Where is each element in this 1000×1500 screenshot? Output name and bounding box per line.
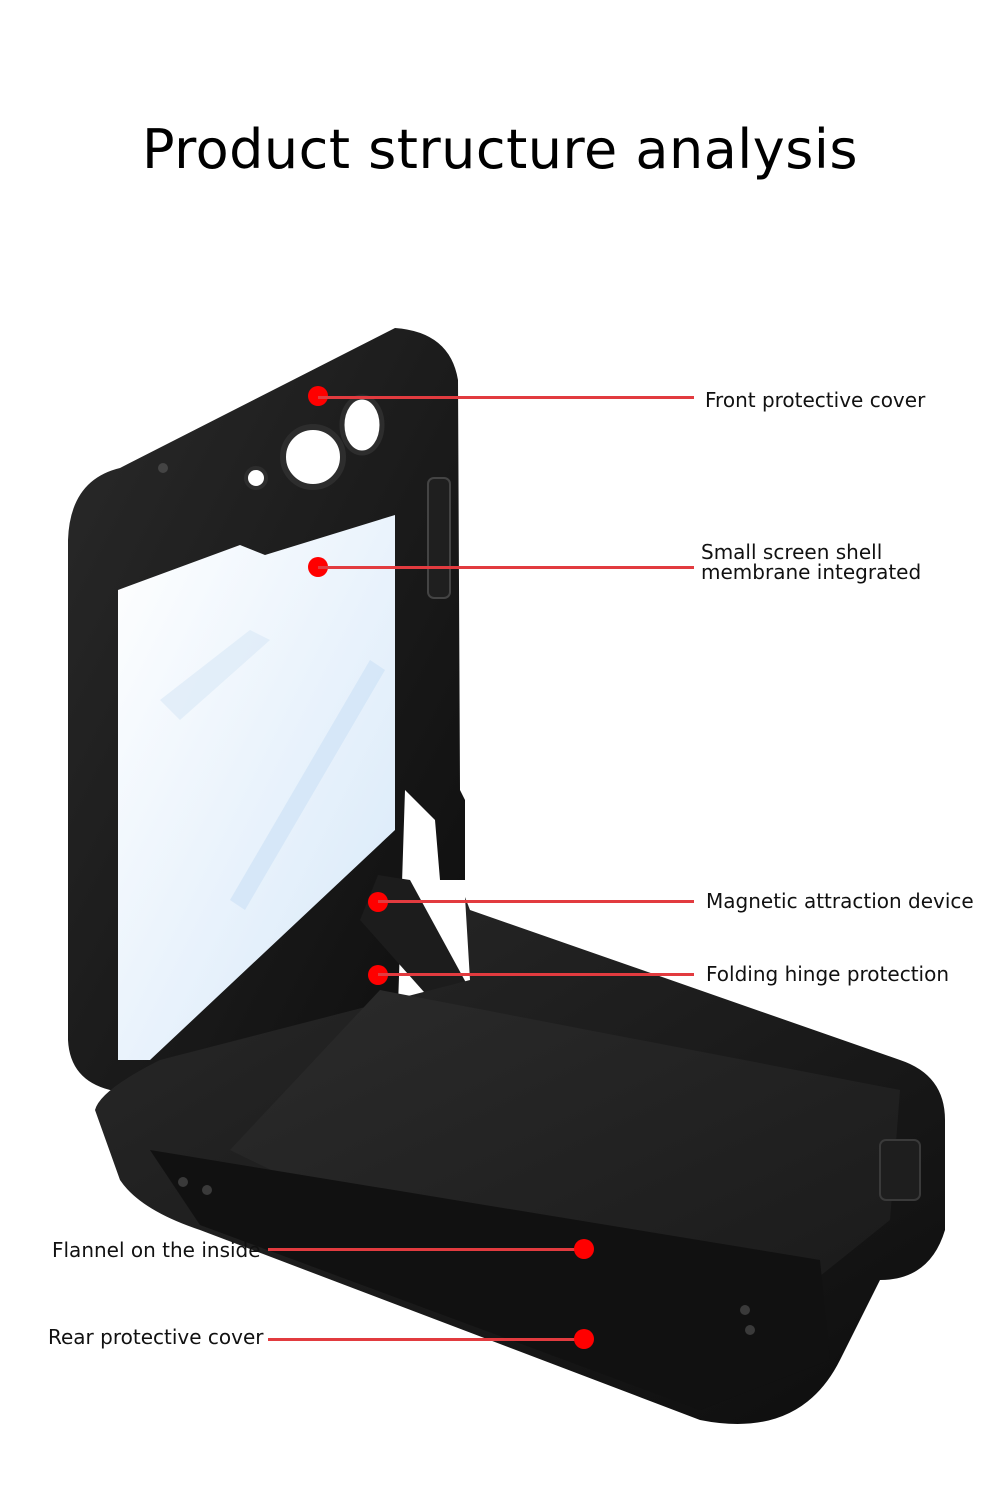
callout-label: Flannel on the inside: [52, 1238, 261, 1262]
callout-leader-line: [378, 973, 694, 976]
callout-label: Folding hinge protection: [706, 962, 949, 986]
callout-leader-line: [268, 1248, 584, 1251]
callout-marker-dot: [574, 1239, 594, 1259]
page-title: Product structure analysis: [141, 118, 859, 181]
rear-cover: [95, 897, 945, 1424]
callout-label-line-1: Small screen shell: [701, 540, 883, 564]
callout-leader-line: [318, 566, 694, 569]
callout-leader-line: [318, 396, 694, 399]
callout-leader-line: [268, 1338, 584, 1341]
callout-marker-dot: [574, 1329, 594, 1349]
callout-label: Front protective cover: [705, 388, 926, 412]
front-cover: [68, 328, 465, 1100]
callout-label-line-2: membrane integrated: [701, 560, 922, 584]
callout-label: Magnetic attraction device: [706, 889, 974, 913]
callout-label: Rear protective cover: [48, 1325, 264, 1349]
callout-leader-line: [378, 900, 694, 903]
